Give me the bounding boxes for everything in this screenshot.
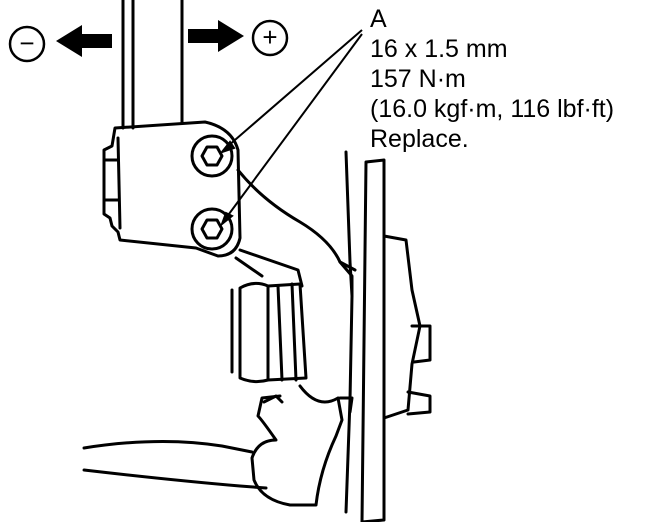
lower-knuckle [250, 384, 344, 507]
direction-arrows: − + [8, 19, 289, 63]
knuckle-arm [236, 168, 357, 272]
torque-nm: 157 N·m [370, 65, 466, 93]
callout-letter: A [370, 5, 387, 33]
bracket-inner-edge [102, 136, 122, 230]
replace-note: Replace. [370, 125, 469, 153]
plus-symbol: + [262, 22, 277, 52]
brake-disc [338, 150, 432, 522]
torque-alt: (16.0 kgf·m, 116 lbf·ft) [370, 95, 615, 123]
lower-control-arm [82, 439, 268, 490]
lower-bolt [190, 207, 234, 251]
minus-symbol: − [19, 28, 34, 58]
arrow-left-icon [56, 25, 112, 57]
callout-a: A 16 x 1.5 mm 157 N·m (16.0 kgf·m, 116 l… [370, 4, 614, 154]
upper-bolt [190, 134, 234, 178]
arrow-right-icon [188, 20, 244, 52]
strut-tube [121, 0, 184, 130]
ball-joint-boot [230, 281, 308, 384]
minus-circle-icon [8, 25, 46, 63]
callout-leaders [219, 29, 363, 228]
bolt-size: 16 x 1.5 mm [370, 35, 508, 63]
plus-circle-icon [251, 19, 289, 57]
strut-bracket [102, 120, 242, 258]
